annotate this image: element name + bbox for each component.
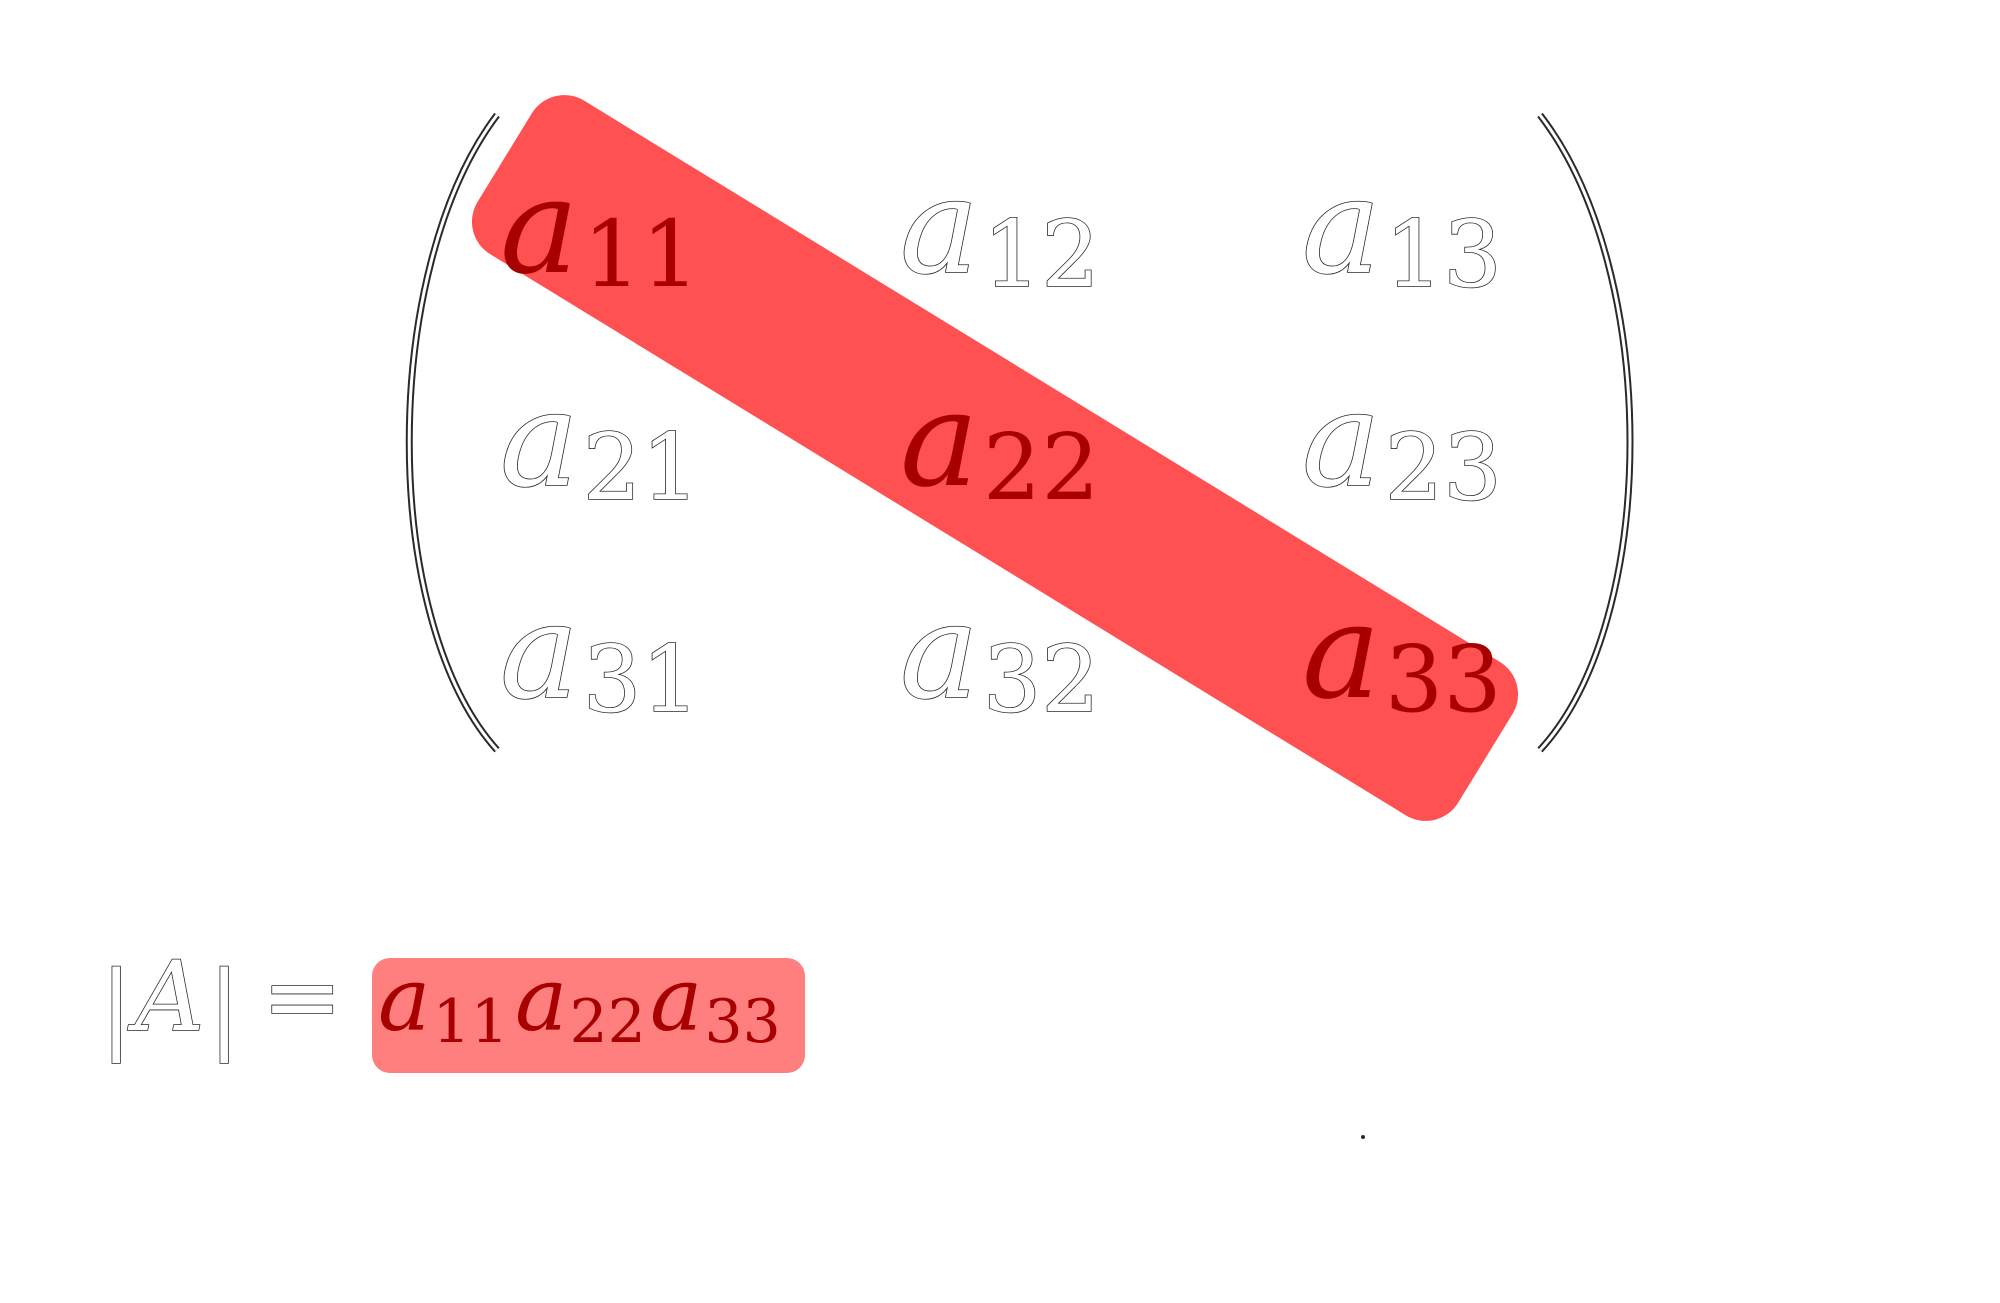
product-term-letter: a <box>650 948 702 1051</box>
matrix-entry-a23: a23 <box>1302 363 1502 521</box>
matrix-entry-letter: a <box>1302 150 1381 304</box>
product-term-subscript: 11 <box>432 987 508 1057</box>
diagonal-highlight-band <box>471 95 1519 821</box>
matrix-entry-subscript: 13 <box>1385 201 1502 308</box>
equals-sign: = <box>262 941 342 1053</box>
matrix-entry-letter: a <box>500 150 579 304</box>
matrix-entry-a32: a32 <box>900 575 1100 733</box>
result-highlight-box <box>372 958 805 1073</box>
matrix-entry-subscript: 23 <box>1385 414 1502 521</box>
product-term-a33: a33 <box>650 948 781 1057</box>
product-term-letter: a <box>515 948 567 1051</box>
matrix-entry-a22: a22 <box>900 363 1100 521</box>
matrix-entry-letter: a <box>900 150 979 304</box>
matrix-entry-letter: a <box>500 363 579 517</box>
matrix-entry-subscript: 12 <box>983 201 1100 308</box>
stray-dot <box>1361 1135 1365 1139</box>
product-term-subscript: 33 <box>704 987 780 1057</box>
matrix-entry-a33: a33 <box>1302 575 1502 733</box>
matrix-entry-subscript: 33 <box>1385 626 1502 733</box>
matrix-entry-a31: a31 <box>500 575 700 733</box>
matrix-entry-a11: a11 <box>500 150 700 308</box>
matrix-entry-letter: a <box>1302 363 1381 517</box>
product-term-subscript: 22 <box>569 987 645 1057</box>
matrix-symbol-A: A <box>127 941 204 1053</box>
matrix-entry-letter: a <box>500 575 579 729</box>
product-term-a11: a11 <box>378 948 509 1057</box>
product-term-a22: a22 <box>515 948 646 1057</box>
product-term-letter: a <box>378 948 430 1051</box>
matrix-entry-subscript: 21 <box>583 414 700 521</box>
matrix-entry-letter: a <box>900 363 979 517</box>
matrix-entry-a13: a13 <box>1302 150 1502 308</box>
matrix-entry-subscript: 31 <box>583 626 700 733</box>
matrix-entry-a21: a21 <box>500 363 700 521</box>
matrix-entry-subscript: 22 <box>983 414 1100 521</box>
abs-bar-right: | <box>208 951 240 1063</box>
right-parenthesis <box>1537 112 1634 753</box>
abs-bar-left: | <box>100 951 132 1063</box>
matrix-entry-letter: a <box>1302 575 1381 729</box>
matrix-entry-a12: a12 <box>900 150 1100 308</box>
matrix-entry-subscript: 32 <box>983 626 1100 733</box>
matrix-entry-letter: a <box>900 575 979 729</box>
matrix-entry-subscript: 11 <box>583 201 700 308</box>
